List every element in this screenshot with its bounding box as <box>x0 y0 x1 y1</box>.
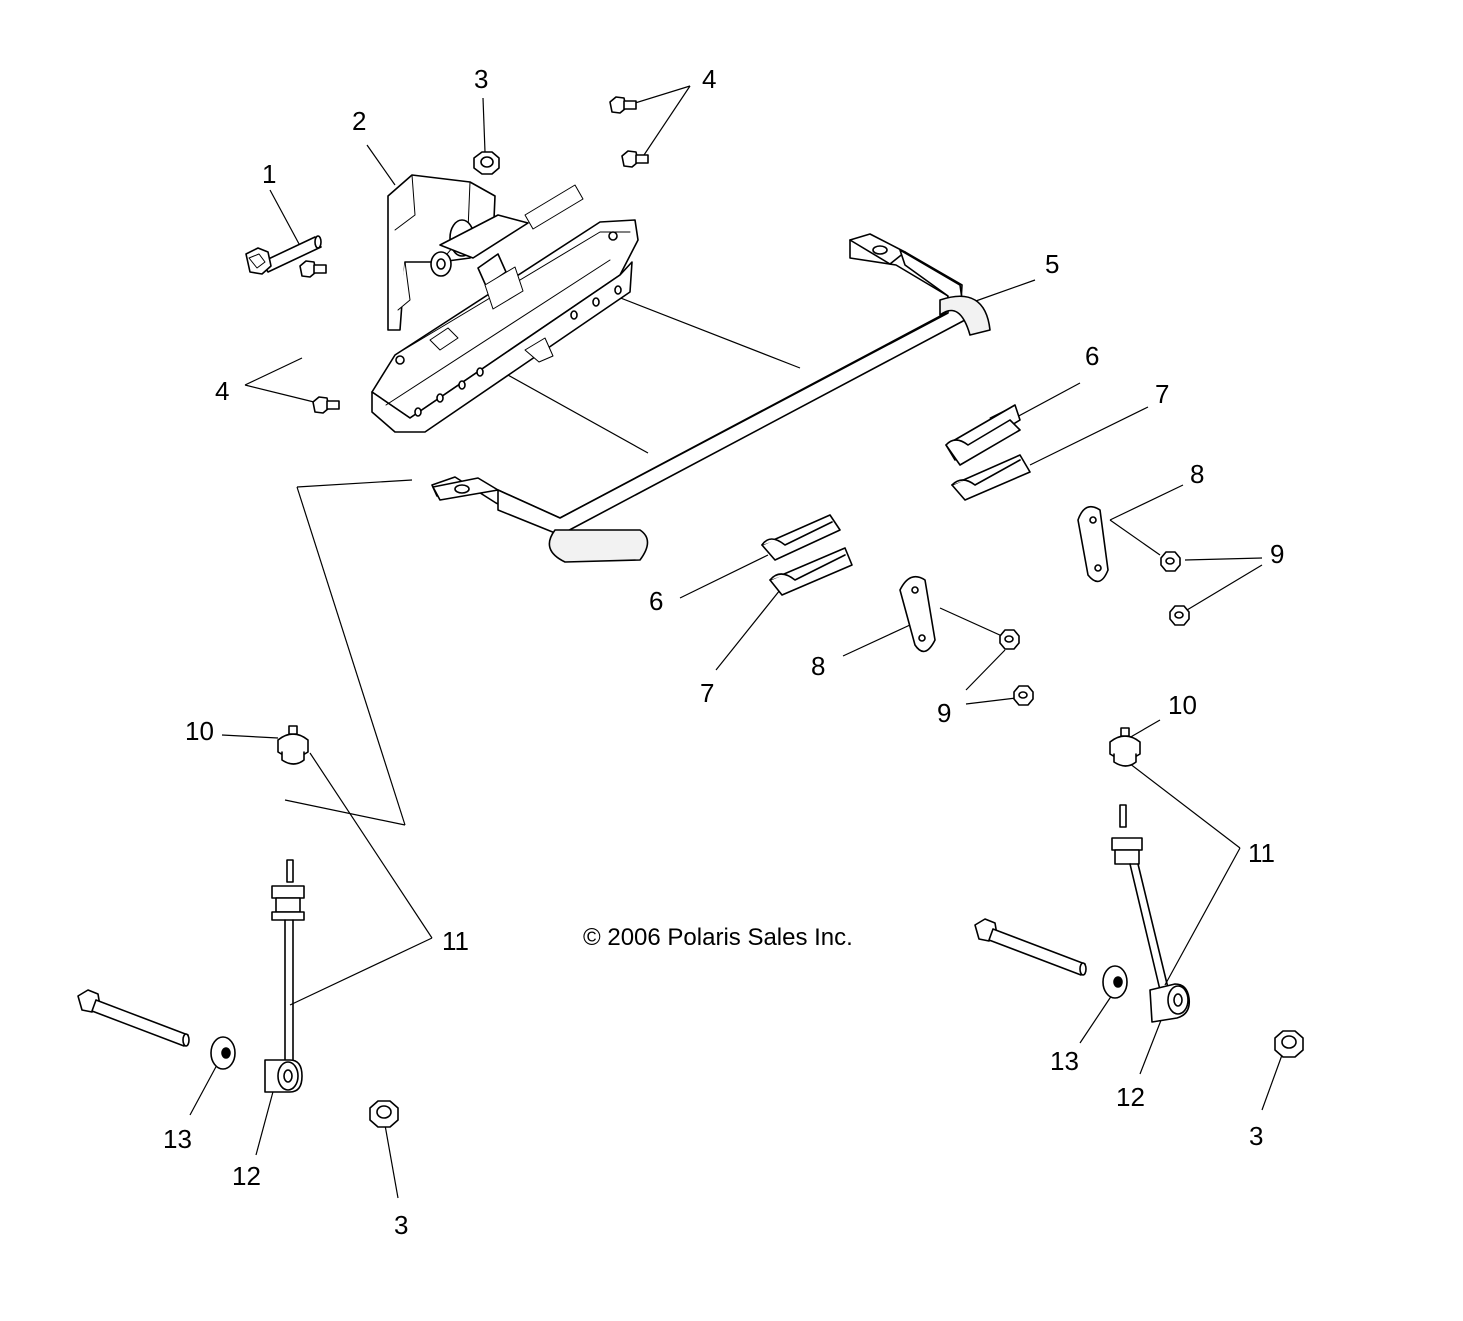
stabilizer-bar-5 <box>431 233 991 563</box>
copyright-notice: © 2006 Polaris Sales Inc. <box>583 924 853 951</box>
bolt-1 <box>245 235 322 275</box>
callout-3-bottom-right: 3 <box>1249 1121 1263 1151</box>
plate-8-left <box>899 575 936 653</box>
leader-lines <box>189 85 1283 1199</box>
callout-2: 2 <box>352 106 366 136</box>
link-end-12-right <box>1149 983 1191 1023</box>
bushing-7-left <box>769 547 853 596</box>
bolt-4-b <box>621 150 649 168</box>
callout-12-left: 12 <box>232 1161 261 1191</box>
callout-6-right: 6 <box>1085 341 1099 371</box>
callout-6-left: 6 <box>649 586 663 616</box>
callout-7-right: 7 <box>1155 379 1169 409</box>
plate-8-right <box>1077 505 1109 583</box>
bushing-6-left <box>761 514 841 561</box>
bushing-6-right <box>945 404 1021 466</box>
callout-5: 5 <box>1045 249 1059 279</box>
flange-nut-3-right <box>1274 1030 1304 1058</box>
grommet-10-right <box>1109 727 1141 767</box>
callout-1: 1 <box>262 159 276 189</box>
link-bolt-right <box>974 918 1087 976</box>
nut-9-c <box>999 629 1020 650</box>
callout-labels: 1 2 3 4 4 5 6 7 8 9 6 7 8 9 10 10 11 11 … <box>163 64 1284 1240</box>
callout-4-top: 4 <box>702 64 716 94</box>
callout-3-bottom-left: 3 <box>394 1210 408 1240</box>
callout-10-right: 10 <box>1168 690 1197 720</box>
callout-10-left: 10 <box>185 716 214 746</box>
callout-8-right: 8 <box>1190 459 1204 489</box>
link-11-right <box>1111 804 1169 991</box>
flange-nut-3-left <box>369 1100 399 1128</box>
nut-9-a <box>1160 551 1181 572</box>
callout-11-right: 11 <box>1248 838 1275 868</box>
nut-9-d <box>1013 685 1034 706</box>
callout-9-right: 9 <box>1270 539 1284 569</box>
callout-4-left: 4 <box>215 376 229 406</box>
link-end-12-left <box>264 1059 303 1093</box>
link-11-left <box>271 859 305 1061</box>
washer-13-left <box>210 1036 236 1070</box>
callout-11-left: 11 <box>442 926 469 956</box>
link-bolt-left <box>77 989 190 1047</box>
callout-12-right: 12 <box>1116 1082 1145 1112</box>
nut-9-b <box>1169 605 1190 626</box>
callout-9-left: 9 <box>937 698 951 728</box>
flange-nut-3-top <box>473 151 500 175</box>
grommet-10-left <box>277 725 309 765</box>
bolt-4-c <box>299 260 327 278</box>
washer-13-right <box>1102 965 1128 999</box>
mounting-bracket-2 <box>371 174 639 433</box>
callout-8-left: 8 <box>811 651 825 681</box>
bolt-4-d <box>312 396 340 414</box>
callout-3-top: 3 <box>474 64 488 94</box>
bolt-4-a <box>609 96 637 114</box>
callout-7-left: 7 <box>700 678 714 708</box>
callout-13-right: 13 <box>1050 1046 1079 1076</box>
bushing-7-right <box>951 454 1031 501</box>
callout-13-left: 13 <box>163 1124 192 1154</box>
